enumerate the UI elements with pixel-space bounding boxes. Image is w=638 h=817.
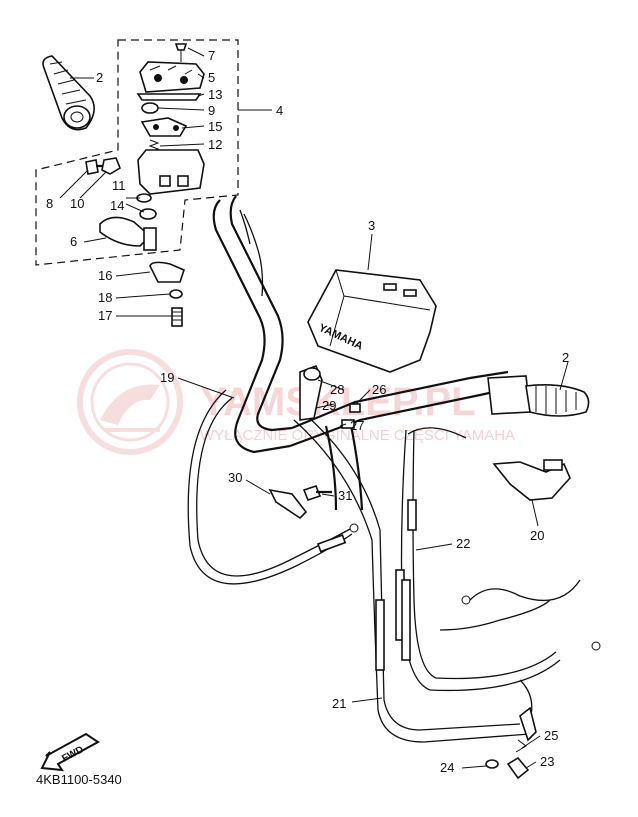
callout-washer: 9 (208, 103, 215, 118)
callout-switch-29: 29 (322, 398, 336, 413)
callout-bolt-lower: 17 (98, 308, 112, 323)
callout-cable-22: 22 (456, 536, 470, 551)
callout-pin: 11 (112, 178, 126, 193)
callout-handlebar: 19 (160, 370, 174, 385)
fwd-arrow-icon: FWD (40, 732, 100, 772)
lever-switch-parts (268, 364, 361, 520)
callout-cable-21: 21 (332, 696, 346, 711)
callout-lever: 6 (70, 234, 77, 249)
callout-switch-26: 26 (372, 382, 386, 397)
watermark-logo-icon (77, 349, 183, 455)
callout-screw: 7 (208, 48, 215, 63)
right-grip (487, 375, 590, 417)
callout-part-23: 23 (540, 754, 554, 769)
leader-lines (59, 47, 569, 769)
callout-part-25: 25 (544, 728, 558, 743)
diagram-code: 4KB1100-5340 (36, 772, 122, 787)
switch-parts (85, 43, 205, 327)
callout-washer-lower: 18 (98, 290, 112, 305)
callout-bolt: 8 (46, 196, 53, 211)
left-grip (42, 55, 95, 131)
callout-left-grip: 2 (96, 70, 103, 85)
callout-plate: 15 (208, 119, 222, 134)
throttle-housing (492, 459, 571, 501)
callout-part-24: 24 (440, 760, 454, 775)
switch-assembly-boundary (35, 39, 239, 266)
callouts: 2 7 5 13 9 4 15 12 8 10 11 14 6 16 18 17… (46, 48, 569, 775)
callout-right-grip: 2 (562, 350, 569, 365)
headlight-cover: YAMAHA (307, 269, 437, 373)
callout-switch-assembly: 4 (276, 103, 283, 118)
callout-headlight-cover: 3 (368, 218, 375, 233)
callout-switch-27: 27 (350, 418, 364, 433)
callout-switch-28: 28 (330, 382, 344, 397)
callout-cover: 5 (208, 70, 215, 85)
lower-small-parts (349, 523, 601, 780)
callout-bracket-bolt: 31 (338, 488, 352, 503)
callout-spring: 12 (208, 137, 222, 152)
callout-throttle: 20 (530, 528, 544, 543)
callout-washer-small: 14 (110, 198, 124, 213)
callout-clamp: 16 (98, 268, 112, 283)
callout-nut: 10 (70, 196, 84, 211)
watermark-subtitle: WYŁĄCZNIE ORYGINALNE CZĘŚCI YAMAHA (200, 426, 515, 444)
callout-gasket: 13 (208, 87, 222, 102)
callout-bracket: 30 (228, 470, 242, 485)
